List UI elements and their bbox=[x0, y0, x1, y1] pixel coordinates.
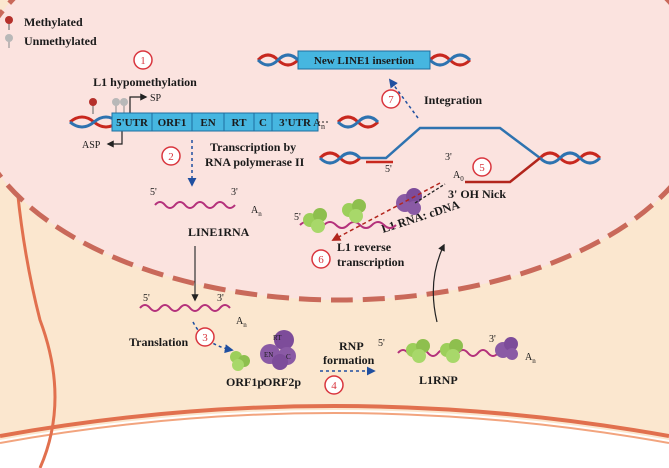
methylated-marker-icon bbox=[5, 16, 13, 24]
rna-3prime-label: 3' bbox=[231, 187, 238, 198]
step-4-badge: 4 bbox=[324, 375, 344, 395]
target-top-strand bbox=[360, 126, 541, 160]
translation-label: Translation bbox=[129, 335, 188, 349]
line1rna-label: LINE1RNA bbox=[188, 225, 250, 239]
orf1p-label: ORF1p bbox=[226, 375, 264, 389]
dna-strand-left-b bbox=[69, 115, 119, 129]
cell-membrane bbox=[0, 404, 669, 438]
sp-label: SP bbox=[150, 93, 162, 104]
nuclear-envelope bbox=[0, 0, 669, 303]
sp-arrow bbox=[129, 93, 148, 114]
line1-rna-strand bbox=[154, 201, 236, 209]
new-insertion-label: New LINE1 insertion bbox=[314, 55, 414, 67]
orf2p-rt: RT bbox=[273, 334, 282, 342]
cytoplasmic-rna-strand bbox=[139, 304, 231, 312]
integration-arrow bbox=[388, 78, 419, 119]
rna-5prime-label: 5' bbox=[150, 187, 157, 198]
methylation-pins bbox=[89, 98, 128, 114]
asp-label: ASP bbox=[82, 140, 101, 151]
svg-text:3: 3 bbox=[202, 332, 208, 344]
cdna-synthesis-arrow bbox=[331, 182, 441, 241]
orf2p-en: EN bbox=[264, 351, 273, 359]
l1rnp-3prime: 3' bbox=[489, 334, 496, 345]
new-insertion-dna bbox=[256, 50, 472, 70]
gene-polya: An bbox=[313, 117, 325, 131]
target-3prime: 3' bbox=[445, 152, 452, 163]
cyto-rna-5prime: 5' bbox=[143, 293, 150, 304]
cyto-rna-3prime: 3' bbox=[217, 293, 224, 304]
line1-gene: 5'UTR ORF1 EN RT C 3'UTR bbox=[111, 112, 328, 132]
new-insertion-box bbox=[297, 50, 431, 70]
l1rnp-orf2p-icon bbox=[495, 337, 518, 360]
gene-segment-label: RT bbox=[232, 117, 248, 129]
rnp-formation-label-1: RNP bbox=[339, 339, 364, 353]
step-1-badge: 1 bbox=[133, 50, 153, 70]
asp-arrow bbox=[106, 131, 123, 148]
reverse-transcription-label-1: L1 reverse bbox=[337, 240, 392, 254]
step-5-badge: 5 bbox=[472, 157, 492, 177]
nucleus bbox=[0, 0, 669, 300]
gene-segment-label: C bbox=[259, 117, 267, 129]
legend-methylated: Methylated bbox=[24, 15, 83, 29]
orf2p-c: C bbox=[286, 353, 291, 361]
orf2p-protein-icon bbox=[260, 330, 296, 370]
step-3-badge: 3 bbox=[195, 327, 215, 347]
l1rnp-orf1p-icon bbox=[406, 339, 463, 363]
l1rnp-5prime: 5' bbox=[378, 338, 385, 349]
unmethylated-pin-icon bbox=[120, 98, 128, 106]
svg-text:1: 1 bbox=[140, 55, 146, 67]
dna-strand-right-b bbox=[336, 115, 380, 129]
nuclear-import-arrow bbox=[432, 243, 445, 323]
rt-orf2p-icon bbox=[396, 188, 422, 215]
gene-segment-label: 5'UTR bbox=[116, 117, 149, 129]
svg-text:7: 7 bbox=[388, 94, 394, 106]
svg-text:5: 5 bbox=[479, 162, 485, 174]
transcription-label-2: RNA polymerase II bbox=[205, 155, 305, 169]
hypomethylation-label: L1 hypomethylation bbox=[93, 75, 197, 89]
legend-unmethylated: Unmethylated bbox=[24, 34, 97, 48]
legend: Methylated Unmethylated bbox=[5, 15, 97, 48]
integration-label: Integration bbox=[424, 93, 482, 107]
svg-text:2: 2 bbox=[168, 151, 174, 163]
step-2-badge: 2 bbox=[161, 146, 181, 166]
orf1p-protein-icon bbox=[230, 351, 250, 371]
rt-rna-5prime: 5' bbox=[294, 212, 301, 223]
methylated-pin-icon bbox=[89, 98, 97, 106]
svg-text:4: 4 bbox=[331, 380, 337, 392]
rnp-formation-label-2: formation bbox=[323, 353, 375, 367]
reverse-transcription-label-2: transcription bbox=[337, 255, 405, 269]
extracellular-space bbox=[0, 410, 669, 468]
transcription-label-1: Transcription by bbox=[210, 140, 296, 154]
step-6-badge: 6 bbox=[311, 249, 331, 269]
unmethylated-marker-icon bbox=[5, 34, 13, 42]
unmethylated-pin-icon bbox=[112, 98, 120, 106]
rt-link bbox=[414, 183, 446, 204]
target-bottom-strand bbox=[465, 157, 541, 184]
gene-segment-label: 3'UTR bbox=[279, 117, 312, 129]
svg-text:6: 6 bbox=[318, 254, 324, 266]
rna-polya: An bbox=[251, 205, 262, 218]
target-a0: A0 bbox=[453, 170, 464, 183]
target-5prime: 5' bbox=[385, 164, 392, 175]
l1rnp-polya: An bbox=[525, 352, 536, 365]
cell-membrane-inner bbox=[0, 412, 669, 444]
gene-segment-label: EN bbox=[200, 117, 215, 129]
step-7-badge: 7 bbox=[381, 89, 401, 109]
gene-segment-label: ORF1 bbox=[158, 117, 187, 129]
oh-nick-label: 3' OH Nick bbox=[448, 187, 506, 201]
rt-orf1p-icon bbox=[303, 199, 366, 233]
target-dna bbox=[318, 126, 602, 184]
orf2p-label: ORF2p bbox=[263, 375, 301, 389]
genomic-dna bbox=[69, 115, 380, 129]
cyto-rna-polya: An bbox=[236, 316, 247, 329]
l1rnp-label: L1RNP bbox=[419, 373, 458, 387]
